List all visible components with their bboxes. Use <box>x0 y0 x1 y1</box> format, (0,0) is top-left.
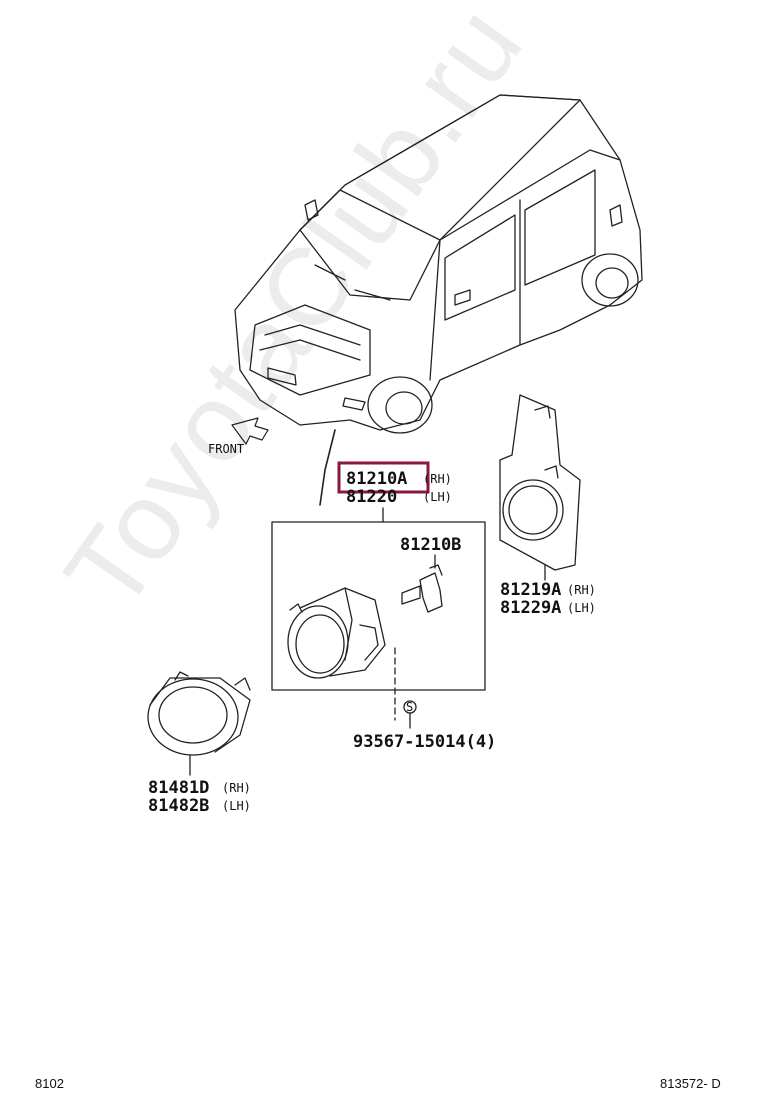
part-number-81481d[interactable]: 81481D <box>148 778 209 798</box>
bezel-illustration <box>147 671 251 756</box>
bracket-illustration <box>499 394 581 571</box>
front-label: FRONT <box>208 442 244 456</box>
vehicle-illustration <box>234 94 643 434</box>
part-highlight-box <box>337 461 430 494</box>
part-number-93567[interactable]: 93567-15014(4) <box>353 732 496 752</box>
part-number-81229a[interactable]: 81229A <box>500 598 561 618</box>
part-side-rh: (RH) <box>567 583 596 597</box>
part-number-81219a[interactable]: 81219A <box>500 580 561 600</box>
part-side-rh: (RH) <box>222 781 251 795</box>
part-side-lh: (LH) <box>222 799 251 813</box>
part-side-rh: (RH) <box>423 472 452 486</box>
fog-lamp-illustration <box>287 587 386 679</box>
bulb-illustration <box>401 564 443 613</box>
part-side-lh: (LH) <box>423 490 452 504</box>
part-number-81220[interactable]: 81220 <box>346 487 397 507</box>
part-number-81210a[interactable]: 81210A <box>346 469 407 489</box>
part-number-81210b[interactable]: 81210B <box>400 535 461 555</box>
screw-symbol: S <box>406 700 413 714</box>
illustration-code: 813572- D <box>660 1076 721 1091</box>
part-number-81482b[interactable]: 81482B <box>148 796 209 816</box>
front-arrow <box>231 417 269 445</box>
part-side-lh: (LH) <box>567 601 596 615</box>
lamp-assembly-box <box>271 521 486 691</box>
diagram-code: 8102 <box>35 1076 64 1091</box>
